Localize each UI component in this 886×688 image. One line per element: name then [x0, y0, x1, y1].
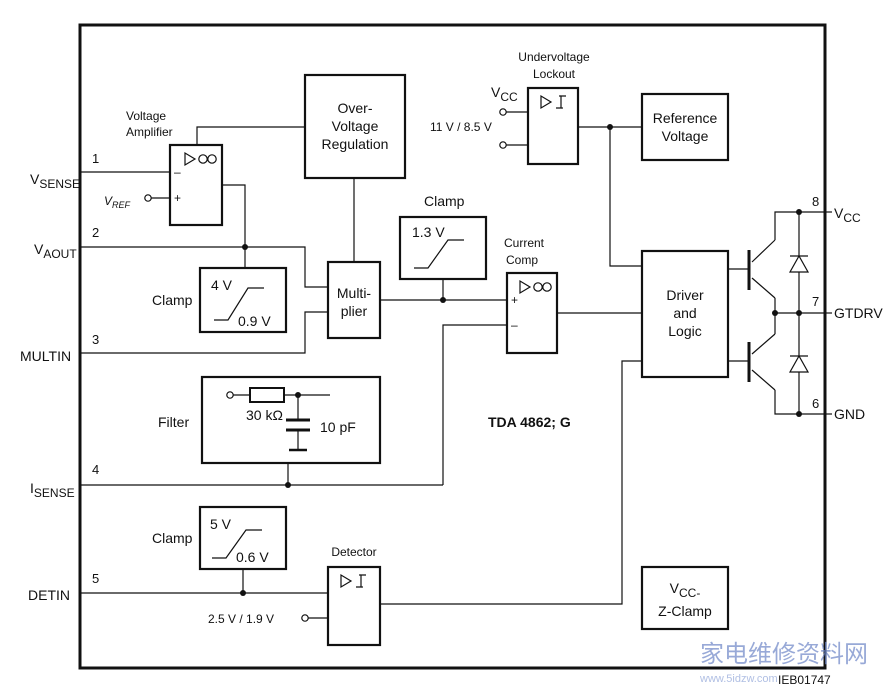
pin5-number: 5	[92, 571, 99, 586]
opamp-triangle-icon	[519, 279, 532, 295]
reference-label-2: Voltage	[662, 128, 709, 144]
pin2-label: VAOUT	[34, 241, 77, 261]
pin8-number: 8	[812, 194, 819, 209]
pin2-number: 2	[92, 225, 99, 240]
over-voltage-label-2: Voltage	[332, 118, 379, 134]
clamp-bottom-title: Clamp	[152, 530, 193, 546]
amp-minus-sign: –	[174, 165, 181, 179]
comp-plus-sign: +	[511, 293, 518, 307]
clamp-curve-icon	[214, 287, 264, 321]
over-voltage-label-3: Regulation	[322, 136, 389, 152]
pin3-number: 3	[92, 332, 99, 347]
clamp-bottom-vhigh: 5 V	[210, 516, 232, 532]
multiplier-label-2: plier	[341, 303, 368, 319]
clamp-4v-block	[198, 266, 288, 334]
vref-label: VREF	[104, 194, 131, 210]
pin7-label: GTDRV	[834, 305, 883, 321]
current-comp-title: Current	[504, 236, 545, 250]
chip-outline	[78, 23, 827, 670]
clamp-mid-v: 1.3 V	[412, 224, 445, 240]
voltage-amplifier-title-2: Amplifier	[126, 125, 173, 139]
amp-plus-sign: +	[174, 191, 181, 205]
upper-diode-icon	[788, 254, 810, 273]
filter-resistor-value: 30 kΩ	[246, 407, 283, 423]
figure-id: IEB01747	[778, 673, 831, 687]
reference-label-1: Reference	[653, 110, 718, 126]
comparator-triangle-icon	[540, 94, 553, 110]
watermark-url: www.5idzw.com	[699, 673, 778, 685]
uv-thresholds: 11 V / 8.5 V	[430, 120, 492, 134]
undervoltage-title-2: Lockout	[533, 67, 576, 81]
hysteresis-icon	[556, 95, 566, 109]
voltage-amplifier-block	[168, 143, 224, 227]
pin5-label: DETIN	[28, 587, 70, 603]
pin8-label: VCC	[834, 205, 861, 225]
driver-logic-block	[640, 249, 730, 379]
clamp-left-vlow: 0.9 V	[238, 313, 271, 329]
multiplier-label-1: Multi-	[337, 285, 372, 301]
over-voltage-label-1: Over-	[338, 100, 373, 116]
resistor-icon	[249, 387, 285, 403]
clamp-left-vhigh: 4 V	[211, 277, 233, 293]
clamp-bottom-vlow: 0.6 V	[236, 549, 269, 565]
voltage-amplifier-title: Voltage	[126, 109, 166, 123]
watermark-text: 家电维修资料网	[700, 640, 868, 668]
uv-vcc-label: VCC	[491, 84, 518, 104]
infinity-icon	[533, 282, 543, 292]
zclamp-label-1: VCC-	[670, 580, 701, 600]
detector-thresholds: 2.5 V / 1.9 V	[208, 612, 274, 626]
pin3-label: MULTIN	[20, 348, 71, 364]
vref-terminal	[144, 194, 152, 202]
lower-diode-icon	[788, 354, 810, 373]
pin1-number: 1	[92, 151, 99, 166]
pin4-label: ISENSE	[30, 480, 75, 500]
detector-block	[326, 565, 382, 647]
opamp-triangle-icon	[184, 151, 197, 167]
clamp-left-title: Clamp	[152, 292, 193, 308]
multin-wire	[80, 311, 328, 354]
driver-label-1: Driver	[666, 287, 704, 303]
pin1-label: VSENSE	[30, 171, 80, 191]
filter-capacitor-value: 10 pF	[320, 419, 356, 435]
infinity-icon	[198, 154, 208, 164]
clamp-curve-icon	[414, 239, 464, 269]
over-voltage-regulation-block	[303, 73, 407, 180]
filter-block	[200, 375, 382, 465]
undervoltage-title: Undervoltage	[518, 50, 590, 64]
pin6-number: 6	[812, 396, 819, 411]
current-comp-block	[505, 271, 559, 355]
undervoltage-lockout-block	[526, 86, 580, 166]
clamp-curve-icon	[212, 529, 262, 559]
comp-minus-sign: –	[511, 318, 518, 332]
vcc-zclamp-block	[640, 565, 730, 631]
junction-dots	[240, 124, 802, 596]
filter-title: Filter	[158, 414, 189, 430]
reference-voltage-block	[640, 92, 730, 162]
hysteresis-icon	[356, 574, 366, 588]
current-comp-title-2: Comp	[506, 253, 538, 267]
pin6-label: GND	[834, 406, 865, 422]
driver-label-3: Logic	[668, 323, 701, 339]
clamp-mid-title: Clamp	[424, 193, 465, 209]
comparator-triangle-icon	[340, 573, 353, 589]
chip-name: TDA 4862; G	[488, 414, 571, 430]
pin4-number: 4	[92, 462, 99, 477]
zclamp-label-2: Z-Clamp	[658, 603, 712, 619]
detector-title: Detector	[331, 545, 376, 559]
driver-label-2: and	[673, 305, 696, 321]
pin7-number: 7	[812, 294, 819, 309]
vaout-wire	[80, 246, 328, 288]
clamp-1v3-block	[398, 215, 488, 281]
